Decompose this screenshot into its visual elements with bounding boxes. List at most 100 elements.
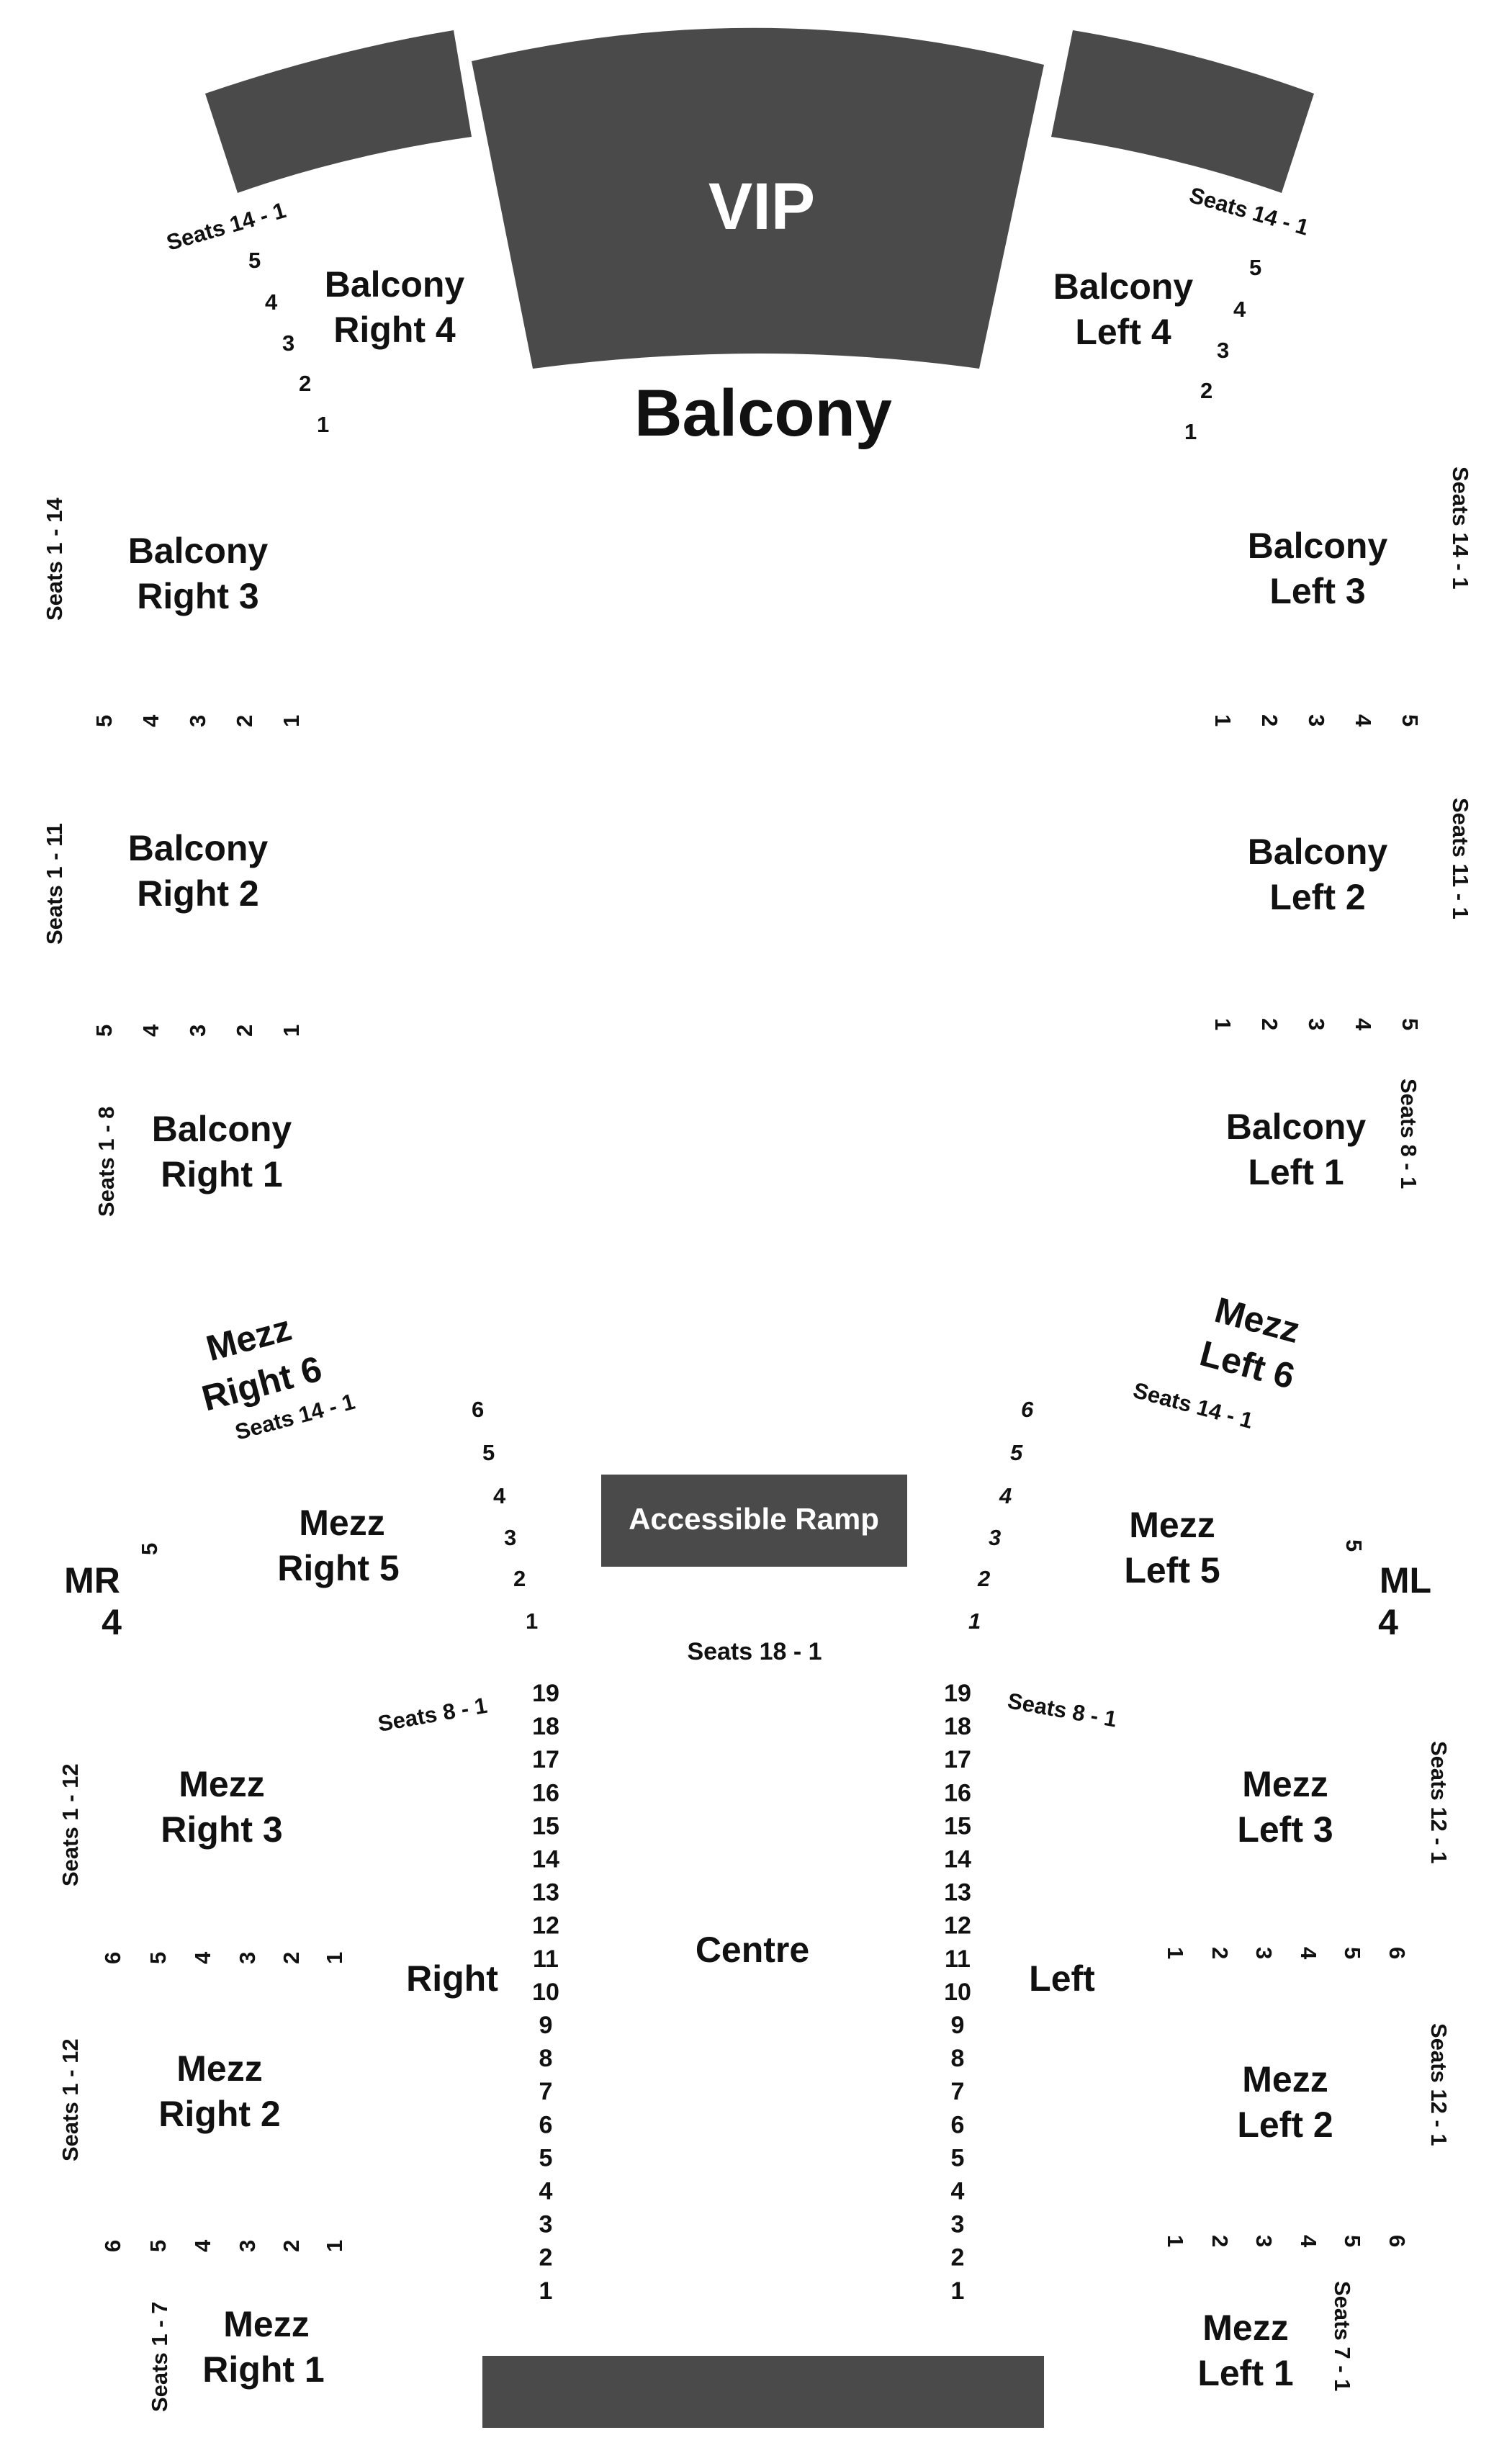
mezz-right-5-row-4: 4 xyxy=(493,1483,506,1508)
vip-area[interactable] xyxy=(472,27,1044,369)
balcony-right-1-seats-label: Seats 1 - 8 xyxy=(94,1107,119,1217)
centre-row-left-1: 1 xyxy=(951,2277,965,2305)
balcony-left-2-label-line2: Left 2 xyxy=(1269,877,1365,917)
centre-row-right-6: 6 xyxy=(539,2111,553,2138)
centre-row-right-5: 5 xyxy=(539,2144,553,2172)
centre-row-right-9: 9 xyxy=(539,2012,553,2039)
mezz-right-3-row-2: 2 xyxy=(279,1952,304,1964)
centre-row-right-7: 7 xyxy=(539,2078,553,2105)
balcony-left-3-label-line1: Balcony xyxy=(1248,526,1388,566)
mezz-left-3-row-6: 6 xyxy=(1385,1947,1410,1959)
mezz-left-3-row-1: 1 xyxy=(1163,1947,1188,1959)
balcony-right-2-label-line1: Balcony xyxy=(128,828,269,868)
balcony-right-4-row-2: 2 xyxy=(299,371,311,396)
balcony-right-3-row-3: 3 xyxy=(185,715,210,727)
mezz-right-3-label-line1: Mezz xyxy=(179,1764,264,1804)
balcony-right-3-row-5: 5 xyxy=(91,715,117,727)
balcony-right-1-label-line1: Balcony xyxy=(152,1109,292,1149)
balcony-right-2-row-5: 5 xyxy=(91,1025,117,1037)
balcony-right-2-row-2: 2 xyxy=(232,1025,257,1037)
balcony-right-2-seats-label: Seats 1 - 11 xyxy=(42,823,67,945)
balcony-left-2-row-1: 1 xyxy=(1210,1018,1236,1030)
mezz-left-3-row-4: 4 xyxy=(1296,1947,1321,1960)
stage-area xyxy=(482,2356,1044,2428)
balcony-right-4-row-5: 5 xyxy=(248,248,261,273)
balcony-left-4-seats-label: Seats 14 - 1 xyxy=(1187,182,1312,240)
mezz-left-2-label-line1: Mezz xyxy=(1242,2059,1328,2100)
centre-row-right-15: 15 xyxy=(532,1812,559,1840)
centre-row-left-6: 6 xyxy=(951,2111,965,2138)
mezz-right-5-label-line2: Right 5 xyxy=(277,1548,399,1588)
mezz-left-5-label-line2: Left 5 xyxy=(1124,1550,1220,1590)
balcony-left-3-row-1: 1 xyxy=(1210,714,1236,726)
mezz-left-1-label-line2: Left 1 xyxy=(1197,2353,1293,2393)
centre-row-left-5: 5 xyxy=(951,2144,965,2172)
balcony-left-3-row-2: 2 xyxy=(1257,714,1282,726)
right-section-seats-label: Seats 8 - 1 xyxy=(376,1693,489,1737)
balcony-right-3-row-4: 4 xyxy=(138,714,163,727)
centre-row-right-14: 14 xyxy=(532,1846,559,1873)
ml-4-row-5: 5 xyxy=(1341,1539,1367,1552)
balcony-right-4-label-line2: Right 4 xyxy=(333,310,456,350)
mezz-right-5-row-3: 3 xyxy=(504,1525,516,1550)
mezz-right-2-label-line1: Mezz xyxy=(176,2048,262,2089)
accessible-ramp-area[interactable] xyxy=(601,1475,907,1567)
centre-row-right-13: 13 xyxy=(532,1879,559,1907)
centre-row-left-9: 9 xyxy=(951,2012,965,2039)
centre-row-left-17: 17 xyxy=(944,1746,971,1773)
balcony-right-4-row-1: 1 xyxy=(317,412,329,437)
mezz-right-1-label-line1: Mezz xyxy=(223,2304,309,2344)
balcony-left-4-row-3: 3 xyxy=(1217,338,1229,363)
mezz-right-3-row-6: 6 xyxy=(100,1952,125,1964)
centre-row-right-19: 19 xyxy=(532,1680,559,1707)
mr-4-row-5: 5 xyxy=(137,1543,162,1555)
ml-4-label-line1: ML xyxy=(1380,1560,1431,1601)
centre-row-left-2: 2 xyxy=(951,2244,965,2272)
mr-4-label-line2: 4 xyxy=(102,1602,122,1642)
mezz-left-3-label-line2: Left 3 xyxy=(1237,1809,1333,1850)
balcony-right-2-row-1: 1 xyxy=(279,1025,304,1037)
mezz-left-2-row-5: 5 xyxy=(1340,2235,1365,2247)
balcony-right-4-seats-label: Seats 14 - 1 xyxy=(163,197,289,256)
mezz-left-3-label-line1: Mezz xyxy=(1242,1764,1328,1804)
mezz-left-2-row-1: 1 xyxy=(1163,2235,1188,2247)
balcony-left-4-row-1: 1 xyxy=(1184,419,1197,444)
balcony-left-2-row-5: 5 xyxy=(1398,1018,1423,1030)
centre-row-left-3: 3 xyxy=(951,2211,965,2238)
centre-row-right-4: 4 xyxy=(539,2178,553,2205)
mezz-left-2-row-4: 4 xyxy=(1296,2235,1321,2248)
balcony-left-4-label-line1: Balcony xyxy=(1053,266,1194,307)
balcony-left-2-label-line1: Balcony xyxy=(1248,832,1388,872)
balcony-right-3-row-2: 2 xyxy=(232,715,257,727)
mr-4-label-line1: MR xyxy=(64,1560,120,1601)
mezz-left-2-label-line2: Left 2 xyxy=(1237,2105,1333,2145)
balcony-right-1-label-line2: Right 1 xyxy=(161,1154,282,1194)
balcony-right-3-seats-label: Seats 1 - 14 xyxy=(42,498,67,621)
balcony-right-4-area[interactable] xyxy=(205,30,472,193)
mezz-left-3-row-5: 5 xyxy=(1340,1947,1365,1959)
centre-row-right-1: 1 xyxy=(539,2277,553,2305)
centre-seats-label: Seats 18 - 1 xyxy=(687,1638,822,1665)
balcony-left-2-seats-label: Seats 11 - 1 xyxy=(1448,798,1473,919)
balcony-left-3-row-5: 5 xyxy=(1398,714,1423,726)
balcony-left-1-label-line2: Left 1 xyxy=(1248,1152,1344,1192)
centre-row-right-2: 2 xyxy=(539,2244,553,2272)
balcony-right-2-row-3: 3 xyxy=(185,1025,210,1037)
mezz-right-5-row-6: 6 xyxy=(472,1397,484,1422)
mezz-right-5-row-1: 1 xyxy=(526,1608,538,1634)
balcony-left-3-seats-label: Seats 14 - 1 xyxy=(1448,467,1473,590)
centre-row-left-13: 13 xyxy=(944,1879,971,1907)
mezz-left-6-seats-label: Seats 14 - 1 xyxy=(1130,1377,1256,1434)
right-section-label: Right xyxy=(406,1958,498,1999)
mezz-left-3-row-2: 2 xyxy=(1207,1947,1233,1959)
balcony-left-3-label-line2: Left 3 xyxy=(1269,571,1365,611)
balcony-left-4-area[interactable] xyxy=(1051,30,1314,193)
centre-label: Centre xyxy=(696,1930,809,1970)
mezz-right-2-row-4: 4 xyxy=(190,2239,215,2252)
balcony-right-3-label-line2: Right 3 xyxy=(137,576,258,616)
mezz-right-2-row-3: 3 xyxy=(235,2240,260,2252)
centre-row-left-4: 4 xyxy=(951,2178,965,2205)
mezz-left-3-seats-label: Seats 12 - 1 xyxy=(1426,1741,1452,1864)
centre-row-left-18: 18 xyxy=(944,1713,971,1740)
